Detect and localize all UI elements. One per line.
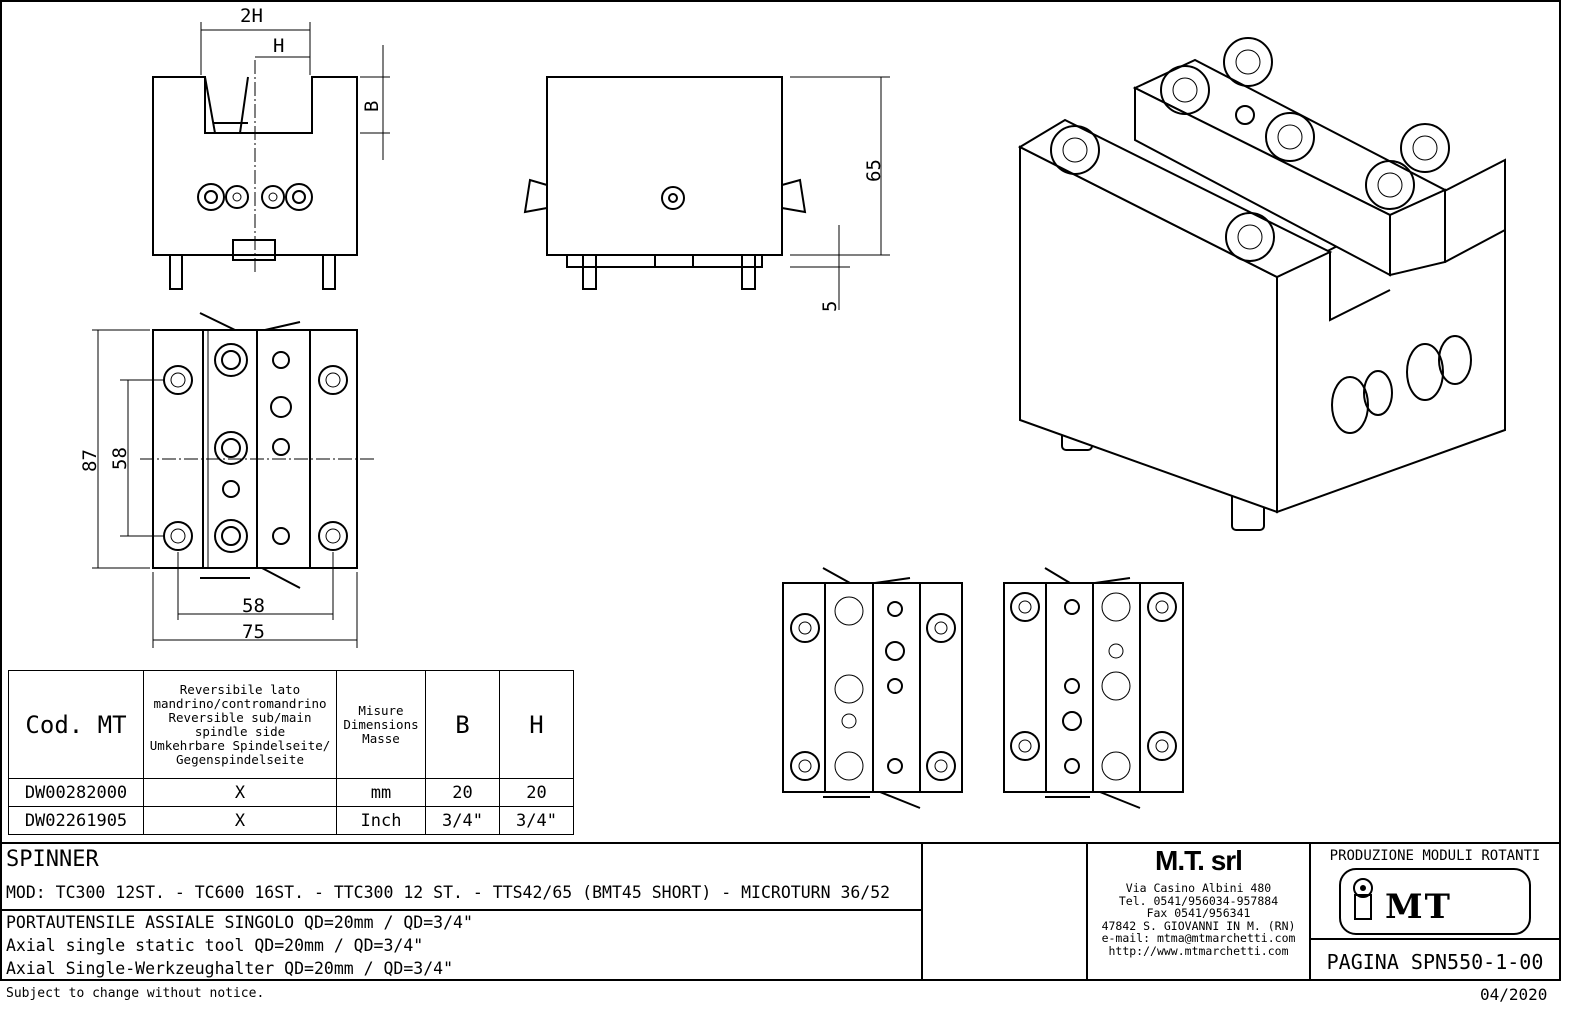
product-name: SPINNER <box>6 847 99 872</box>
cell-b: 3/4" <box>425 806 500 835</box>
dim-5: 5 <box>819 301 841 312</box>
description-en: Axial single static tool QD=20mm / QD=3/… <box>6 936 424 955</box>
dim-58-horizontal: 58 <box>242 595 265 617</box>
dim-65: 65 <box>863 159 885 182</box>
header-reversible-line: Reversibile lato <box>179 681 301 697</box>
table-row: DW00282000 X mm 20 20 <box>8 778 574 807</box>
address-line: Via Casino Albini 480 <box>1125 881 1272 895</box>
header-code: Cod. MT <box>8 670 144 779</box>
header-reversible-line: Umkehrbare Spindelseite/ <box>149 737 331 753</box>
dim-h: H <box>273 35 284 57</box>
header-measures-line: Dimensions <box>343 716 419 732</box>
phone: Tel. 0541/956034-957884 <box>1118 893 1279 908</box>
screw-holes <box>197 183 313 211</box>
description-de: Axial Single-Werkzeughalter QD=20mm / QD… <box>6 959 454 978</box>
codes-table: Cod. MT Reversibile lato mandrino/contro… <box>8 670 574 835</box>
division: PRODUZIONE MODULI ROTANTI <box>1329 848 1541 864</box>
dim-87: 87 <box>79 449 101 472</box>
header-reversible-line: Reversible sub/main <box>168 709 312 725</box>
cell-h: 3/4" <box>499 806 574 835</box>
cell-b: 20 <box>425 778 500 807</box>
mt-logo: MT <box>1339 868 1531 935</box>
header-reversible: Reversibile lato mandrino/contromandrino… <box>143 670 337 779</box>
header-measures-line: Misure <box>358 702 404 718</box>
bottom-view-left <box>782 567 963 809</box>
top-view: 87 58 58 75 <box>79 312 375 648</box>
cell-h: 20 <box>499 778 574 807</box>
description-it: PORTAUTENSILE ASSIALE SINGOLO QD=20mm / … <box>6 913 473 932</box>
title-block-lines <box>1 842 1560 980</box>
cell-code: DW00282000 <box>8 778 144 807</box>
header-reversible-line: mandrino/contromandrino <box>153 695 327 711</box>
revision-date: 04/2020 <box>1480 985 1548 1004</box>
dim-75: 75 <box>242 621 265 643</box>
fax: Fax 0541/956341 <box>1146 906 1251 920</box>
company-name: M.T. srl <box>1155 845 1243 876</box>
header-h: H <box>499 670 574 779</box>
front-view: 2H H B <box>152 5 390 290</box>
dim-58-vertical: 58 <box>109 447 131 470</box>
bottom-view-right <box>1003 567 1184 809</box>
drawing-frame <box>0 0 1561 981</box>
cell-unit: Inch <box>336 806 426 835</box>
isometric-view <box>1017 37 1506 531</box>
header-measures-line: Masse <box>362 730 400 746</box>
page-code: PAGINA SPN550-1-00 <box>1326 950 1544 974</box>
cell-code: DW02261905 <box>8 806 144 835</box>
disclaimer: Subject to change without notice. <box>6 986 265 1001</box>
dim-2h: 2H <box>240 5 263 27</box>
header-reversible-line: Gegenspindelseite <box>176 751 304 767</box>
cell-unit: mm <box>336 778 426 807</box>
table-row: DW02261905 X Inch 3/4" 3/4" <box>8 806 574 835</box>
logo-text: MT <box>1385 887 1452 927</box>
header-reversible-line: spindle side <box>194 723 286 739</box>
dim-b: B <box>361 101 383 112</box>
header-measures: Misure Dimensions Masse <box>336 670 426 779</box>
cell-reversible: X <box>143 806 337 835</box>
email-link[interactable]: e-mail: mtma@mtmarchetti.com <box>1101 931 1296 945</box>
company-address: Via Casino Albini 480 Tel. 0541/956034-9… <box>1087 882 1310 957</box>
models: MOD: TC300 12ST. - TC600 16ST. - TTC300 … <box>6 883 891 902</box>
city: 47842 S. GIOVANNI IN M. (RN) <box>1101 918 1296 933</box>
cell-reversible: X <box>143 778 337 807</box>
header-b: B <box>425 670 500 779</box>
website-link[interactable]: http://www.mtmarchetti.com <box>1108 943 1289 958</box>
side-view: 65 5 <box>523 76 890 312</box>
